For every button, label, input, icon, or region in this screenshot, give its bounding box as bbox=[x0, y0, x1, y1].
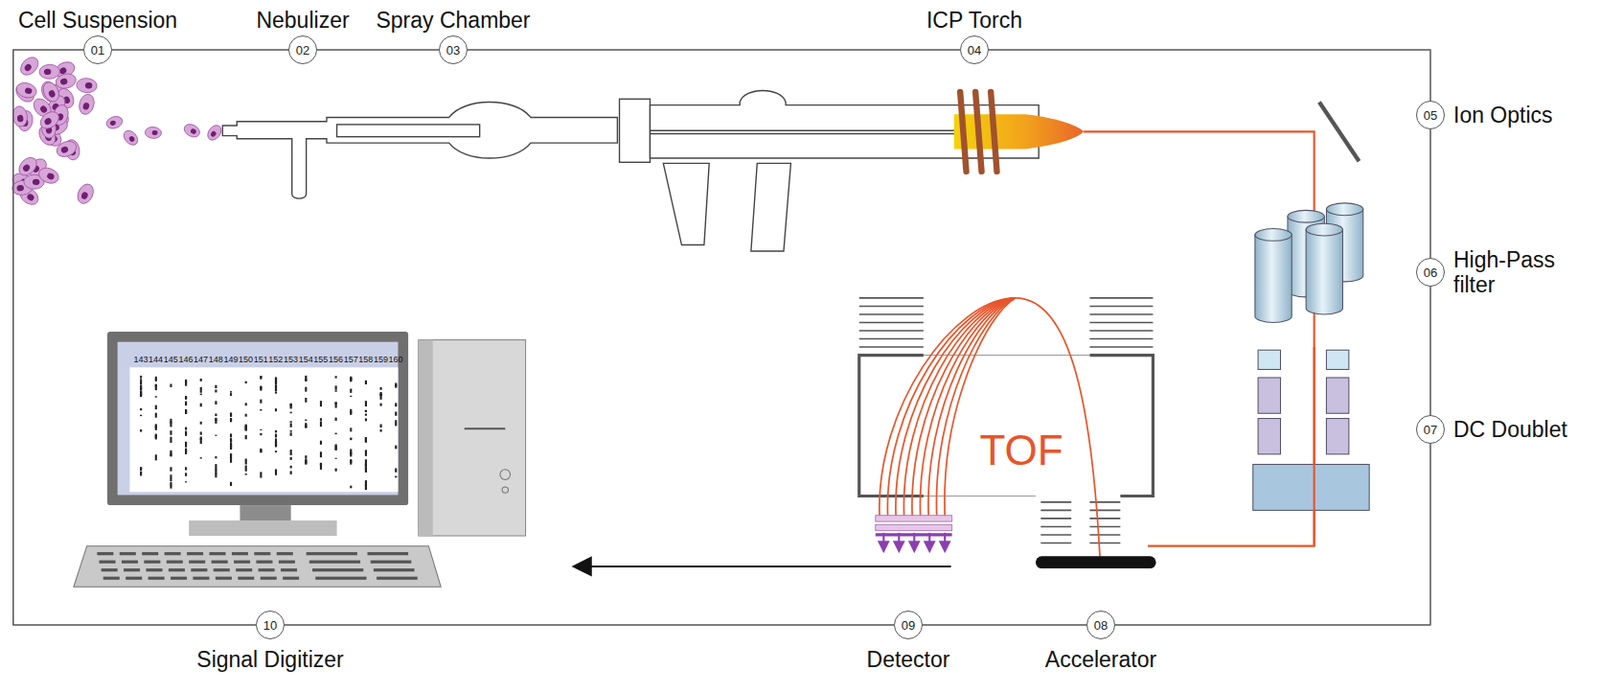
frame-line bbox=[467, 48, 960, 51]
dc-doublet bbox=[1253, 349, 1370, 510]
callout-circle: 06High-Pass filter bbox=[1416, 257, 1445, 287]
frame-line bbox=[1429, 286, 1432, 415]
mass-channel: 145 bbox=[163, 354, 179, 365]
quadrupole bbox=[1255, 203, 1364, 323]
callout-number: 01 bbox=[84, 36, 112, 64]
mass-channel: 154 bbox=[298, 354, 314, 365]
plasma bbox=[954, 114, 1084, 149]
part-name: Signal Digitizer bbox=[196, 646, 343, 672]
frame-line bbox=[988, 49, 1431, 101]
cells bbox=[10, 53, 225, 208]
frame-line bbox=[317, 48, 439, 51]
mass-channel: 159 bbox=[373, 354, 389, 365]
callout-number: 05 bbox=[1417, 101, 1444, 129]
callout-circle: 10Signal Digitizer bbox=[255, 610, 285, 640]
callout-number: 02 bbox=[289, 36, 317, 64]
mass-channel: 149 bbox=[223, 354, 238, 365]
mass-channel: 155 bbox=[313, 354, 328, 365]
mass-channel: 160 bbox=[388, 354, 404, 365]
callout-circle: 08Accelerator bbox=[1086, 610, 1116, 640]
mass-channel: 156 bbox=[328, 354, 343, 365]
callout-circle: 01Cell Suspension bbox=[83, 35, 113, 65]
tof-label: TOF bbox=[979, 426, 1063, 475]
part-name: Cell Suspension bbox=[18, 7, 178, 33]
reflectron-plates bbox=[859, 297, 1154, 544]
mass-channel: 152 bbox=[268, 354, 283, 365]
mass-channel: 144 bbox=[148, 354, 163, 365]
callout-circle: 03Spray Chamber bbox=[438, 35, 468, 65]
callout-circle: 04ICP Torch bbox=[960, 35, 989, 65]
mass-channel: 146 bbox=[178, 354, 193, 365]
mass-channel: 150 bbox=[238, 354, 253, 365]
computer bbox=[73, 331, 526, 587]
mass-channel: 157 bbox=[343, 354, 359, 365]
ion-optics-mirror bbox=[1319, 101, 1360, 161]
part-name: Ion Optics bbox=[1453, 102, 1554, 128]
accelerator bbox=[1035, 555, 1157, 569]
mass-channel: 143 bbox=[133, 354, 148, 365]
part-name: High-Pass filter bbox=[1453, 247, 1561, 298]
mass-channel: 158 bbox=[358, 354, 373, 365]
part-name: Accelerator bbox=[1045, 646, 1157, 672]
callout-circle: 02Nebulizer bbox=[288, 35, 318, 65]
tof-chamber bbox=[859, 355, 1154, 497]
mass-channel: 151 bbox=[253, 354, 269, 365]
callout-number: 08 bbox=[1087, 611, 1115, 639]
frame-line bbox=[922, 623, 1087, 626]
callout-circle: 05Ion Optics bbox=[1416, 100, 1445, 130]
part-name: Detector bbox=[867, 646, 951, 672]
callout-circle: 07DC Doublet bbox=[1416, 414, 1445, 444]
part-name: Nebulizer bbox=[255, 7, 349, 33]
callout-number: 09 bbox=[894, 611, 922, 639]
detector bbox=[875, 515, 953, 551]
mass-channel: 147 bbox=[193, 354, 208, 365]
callout-circle: 09Detector bbox=[893, 610, 923, 640]
frame-line bbox=[112, 48, 289, 51]
frame-line bbox=[284, 623, 894, 626]
frame-line bbox=[13, 49, 256, 625]
part-name: DC Doublet bbox=[1453, 416, 1568, 442]
callout-number: 07 bbox=[1417, 415, 1444, 443]
frame-line bbox=[1429, 129, 1432, 258]
mass-channel: 148 bbox=[208, 354, 224, 365]
part-name: ICP Torch bbox=[926, 7, 1023, 33]
signal-arrow bbox=[573, 565, 952, 568]
callout-number: 06 bbox=[1417, 258, 1444, 286]
rf-coil bbox=[960, 91, 997, 172]
callout-number: 10 bbox=[256, 611, 284, 639]
callout-number: 03 bbox=[439, 36, 467, 64]
callout-number: 04 bbox=[960, 36, 988, 64]
mass-channel: 153 bbox=[283, 354, 298, 365]
sample-introduction bbox=[222, 91, 1039, 252]
frame-line bbox=[1115, 443, 1431, 625]
part-name: Spray Chamber bbox=[375, 7, 530, 33]
